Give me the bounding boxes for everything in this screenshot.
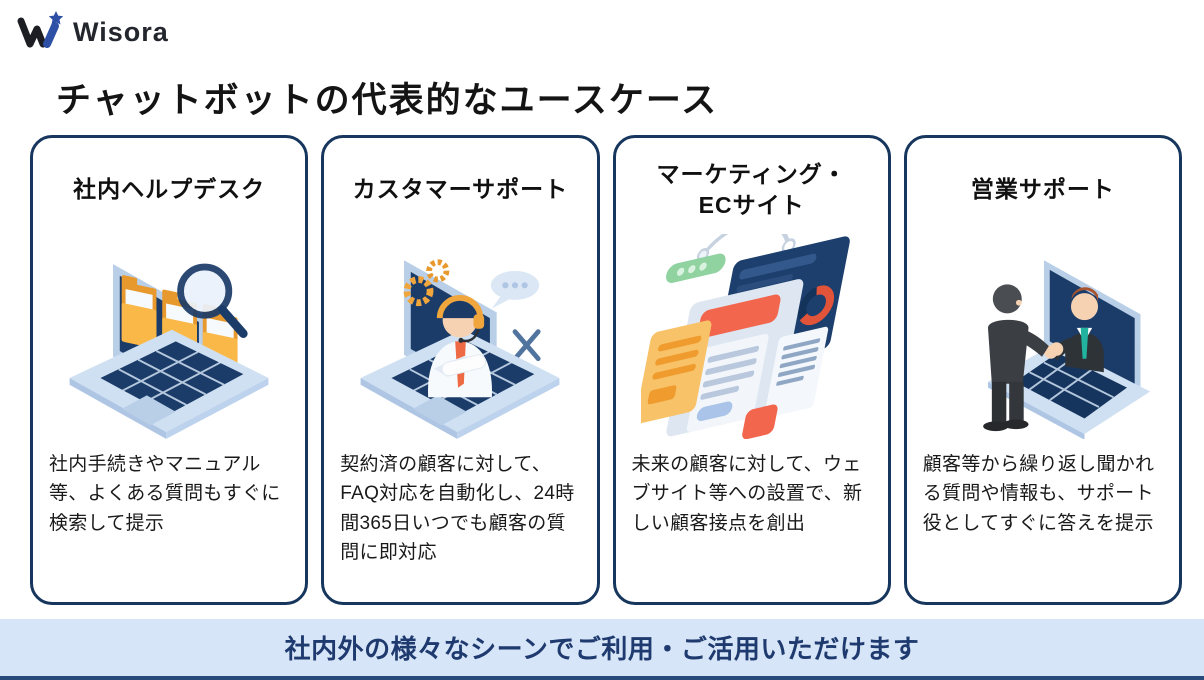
- card-marketing-ec: マーケティング・ ECサイト: [612, 135, 891, 605]
- support-agent-headset-laptop-illustration: [340, 230, 580, 442]
- card-sales-support: 営業サポート: [903, 135, 1182, 605]
- footer-banner: 社内外の様々なシーンでご利用・ご活用いただけます: [0, 619, 1204, 676]
- card-description: 顧客等から繰り返し聞かれる質問や情報も、サポート役としてすぐに答えを提示: [922, 454, 1155, 534]
- use-case-cards: 社内ヘルプデスク: [30, 135, 1182, 605]
- page-title: チャットボットの代表的なユースケース: [56, 81, 719, 120]
- laptop-folders-magnifier-illustration: [49, 230, 289, 442]
- footer-message: 社内外の様々なシーンでご利用・ご活用いただけます: [284, 634, 920, 664]
- card-title: 社内ヘルプデスク: [73, 176, 266, 203]
- card-description: 社内手続きやマニュアル等、よくある質問もすぐに検索して提示: [49, 454, 281, 534]
- card-internal-helpdesk: 社内ヘルプデスク: [30, 135, 309, 605]
- card-title: 営業サポート: [970, 176, 1115, 203]
- wisora-w-star-icon: [16, 10, 64, 55]
- web-pages-analytics-illustration: [632, 230, 872, 442]
- card-title: マーケティング・ ECサイト: [656, 160, 847, 218]
- brand-name: Wisora: [73, 17, 169, 47]
- brand-logo: Wisora: [16, 10, 169, 55]
- card-description: 未来の顧客に対して、ウェブサイト等への設置で、新しい顧客接点を創出: [631, 454, 863, 534]
- card-description: 契約済の顧客に対して、FAQ対応を自動化し、24時間365日いつでも顧客の質問に…: [340, 454, 575, 564]
- card-customer-support: カスタマーサポート: [321, 135, 600, 605]
- card-title: カスタマーサポート: [352, 176, 569, 203]
- handshake-through-laptop-illustration: [923, 230, 1163, 442]
- bottom-accent-bar: [0, 676, 1204, 680]
